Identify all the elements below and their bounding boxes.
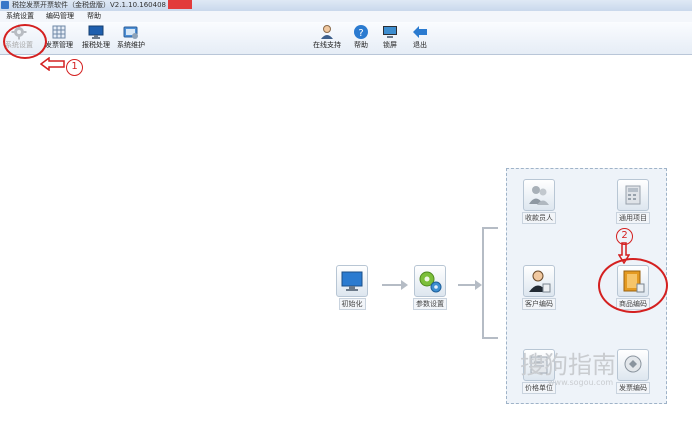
- watermark-text: 搜狗指南: [520, 351, 616, 379]
- customer-code-label: 客户编码: [522, 298, 556, 310]
- annotation-arrow-1: [40, 57, 65, 71]
- lock-screen-button[interactable]: 锁屏: [371, 23, 409, 53]
- maintenance-icon: [123, 26, 138, 39]
- monitor-icon: [88, 25, 104, 39]
- app-icon: [1, 1, 9, 9]
- price-unit-box: [523, 349, 555, 381]
- params-label: 参数设置: [413, 298, 447, 310]
- init-node[interactable]: 初始化: [328, 265, 376, 310]
- payee-box: [523, 179, 555, 211]
- panel-item-price-unit[interactable]: 价格单位: [517, 349, 561, 394]
- invoice-code-label: 发票编码: [616, 382, 650, 394]
- monitor-icon: [341, 271, 363, 291]
- gears-icon: [419, 271, 442, 293]
- annotation-ellipse-2: [598, 258, 668, 313]
- flow-bracket: [482, 227, 498, 339]
- support-person-icon: [321, 25, 333, 39]
- tax-report-button[interactable]: 报税处理: [77, 23, 115, 53]
- panel-item-general-item[interactable]: 通用项目: [611, 179, 655, 224]
- help-icon: ?: [354, 25, 368, 39]
- price-unit-label: 价格单位: [522, 382, 556, 394]
- annotation-number-1: 1: [66, 59, 83, 76]
- svg-text:?: ?: [358, 28, 363, 39]
- lock-screen-label: 锁屏: [383, 41, 397, 49]
- watermark-url: www.sogou.com: [548, 378, 614, 387]
- exit-button[interactable]: 退出: [401, 23, 439, 53]
- payee-label: 收款员人: [522, 212, 556, 224]
- invoice-management-button[interactable]: 发票管理: [40, 23, 78, 53]
- online-support-label: 在线支持: [313, 41, 341, 49]
- calculator-icon: [625, 185, 641, 205]
- init-box: [336, 265, 368, 297]
- unit-icon: [530, 356, 548, 374]
- annotation-ellipse-1: [3, 24, 47, 59]
- exit-arrow-icon: [413, 26, 427, 38]
- params-node[interactable]: 参数设置: [406, 265, 454, 310]
- init-label: 初始化: [338, 298, 366, 310]
- lock-screen-icon: [383, 26, 397, 38]
- panel-item-invoice-code[interactable]: 发票编码: [611, 349, 655, 394]
- flow-arrow-2: [458, 280, 482, 290]
- menu-code-management[interactable]: 编码管理: [46, 12, 74, 20]
- window-title: 税控发票开票软件（金税盘版）V2.1.10.160408: [12, 1, 166, 9]
- help-label: 帮助: [354, 41, 368, 49]
- panel-item-payee[interactable]: 收款员人: [517, 179, 561, 224]
- customer-icon: [529, 270, 551, 293]
- menu-system-settings[interactable]: 系统设置: [6, 12, 34, 20]
- toolbar: 系统设置 发票管理 报税处理 系统维护 在线支持 ?: [0, 22, 692, 55]
- redaction-block: [168, 0, 192, 9]
- exit-label: 退出: [413, 41, 427, 49]
- flow-arrow-1: [382, 280, 408, 290]
- customer-code-box: [523, 265, 555, 297]
- panel-item-customer-code[interactable]: 客户编码: [517, 265, 561, 310]
- invoice-icon: [52, 25, 66, 39]
- general-item-box: [617, 179, 649, 211]
- people-icon: [529, 186, 549, 205]
- system-maintenance-label: 系统维护: [117, 41, 145, 49]
- annotation-number-2: 2: [616, 228, 633, 245]
- menu-help[interactable]: 帮助: [87, 12, 101, 20]
- invoice-code-box: [617, 349, 649, 381]
- invoice-management-label: 发票管理: [45, 41, 73, 49]
- help-button[interactable]: ? 帮助: [342, 23, 380, 53]
- online-support-button[interactable]: 在线支持: [308, 23, 346, 53]
- params-box: [414, 265, 446, 297]
- general-item-label: 通用项目: [616, 212, 650, 224]
- system-maintenance-button[interactable]: 系统维护: [112, 23, 150, 53]
- tax-report-label: 报税处理: [82, 41, 110, 49]
- title-bar: 税控发票开票软件（金税盘版）V2.1.10.160408: [0, 0, 692, 11]
- invoice-code-icon: [624, 355, 642, 373]
